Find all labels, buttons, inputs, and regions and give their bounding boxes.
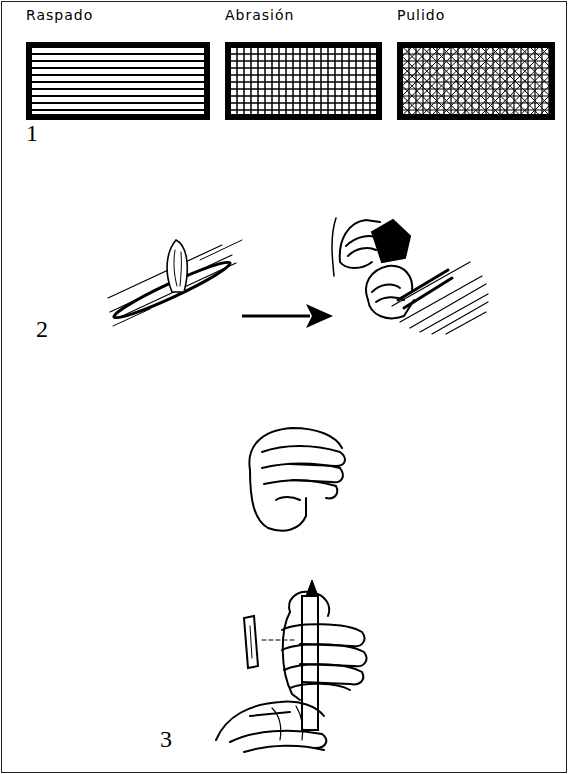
- texture-heading: Pulido: [397, 6, 555, 24]
- texture-pattern: [26, 42, 210, 120]
- texture-heading: Raspado: [26, 6, 210, 24]
- process-arrow: [242, 304, 333, 328]
- texture-box: Raspado: [26, 6, 210, 120]
- step-number: 3: [160, 726, 172, 752]
- texture-heading: Abrasión: [225, 6, 382, 24]
- texture-pattern: [225, 42, 382, 120]
- step-number: 2: [36, 316, 48, 342]
- step-number: 1: [26, 120, 38, 146]
- texture-box: Pulido: [397, 6, 555, 120]
- texture-box: Abrasión: [225, 6, 382, 120]
- polishing-sketch: [216, 428, 366, 752]
- scraping-sketch: [108, 240, 242, 326]
- abrasion-sketch: [332, 218, 488, 334]
- texture-pattern: [397, 42, 555, 120]
